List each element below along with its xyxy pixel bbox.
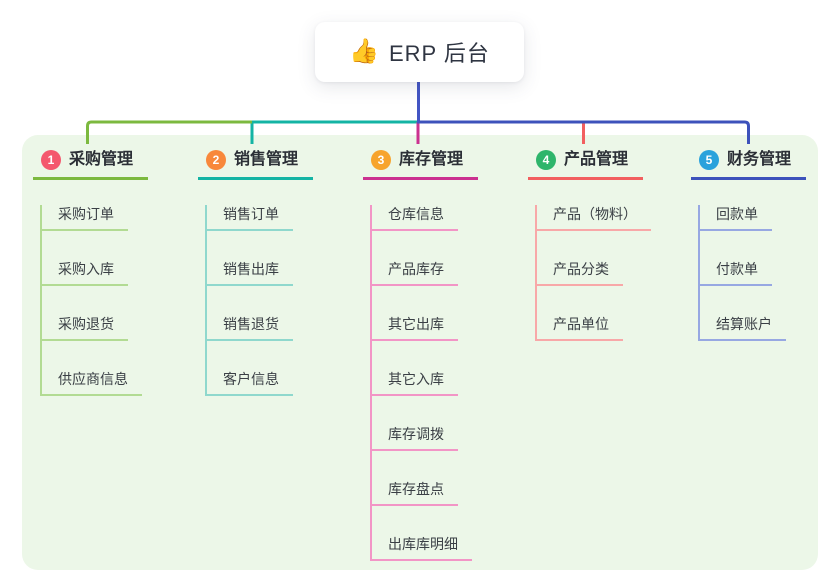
branch-number-badge: 2 xyxy=(206,150,226,170)
branch-sales: 2 销售管理 销售订单 销售出库 销售退货 客户信息 xyxy=(198,148,314,396)
root-node[interactable]: 👍 ERP 后台 xyxy=(315,22,524,82)
mindmap-node[interactable]: 付款单 xyxy=(698,260,772,286)
branch-number-badge: 1 xyxy=(41,150,61,170)
branch-children: 销售订单 销售出库 销售退货 客户信息 xyxy=(205,205,313,396)
branch-title-finance[interactable]: 5 财务管理 xyxy=(691,148,807,180)
root-node-label: ERP 后台 xyxy=(388,41,490,66)
branch-title-label: 产品管理 xyxy=(564,151,629,168)
mindmap-node[interactable]: 产品库存 xyxy=(370,260,458,286)
mindmap-node[interactable]: 其它出库 xyxy=(370,315,458,341)
branch-number-badge: 3 xyxy=(371,150,391,170)
mindmap-node[interactable]: 供应商信息 xyxy=(40,370,142,396)
branch-title-label: 财务管理 xyxy=(727,151,792,168)
branch-finance: 5 财务管理 回款单 付款单 结算账户 xyxy=(691,148,807,341)
branch-number-badge: 5 xyxy=(699,150,719,170)
mindmap-node[interactable]: 销售退货 xyxy=(205,315,293,341)
mindmap-node[interactable]: 结算账户 xyxy=(698,315,786,341)
mindmap-node[interactable]: 其它入库 xyxy=(370,370,458,396)
mindmap-node[interactable]: 采购退货 xyxy=(40,315,128,341)
thumbs-up-icon: 👍 xyxy=(349,38,379,65)
branch-title-label: 库存管理 xyxy=(399,151,464,168)
mindmap-node[interactable]: 产品单位 xyxy=(535,315,623,341)
branch-product: 4 产品管理 产品（物料） 产品分类 产品单位 xyxy=(528,148,651,341)
branch-number-badge: 4 xyxy=(536,150,556,170)
mindmap-panel xyxy=(22,135,818,570)
mindmap-node[interactable]: 出库库明细 xyxy=(370,535,472,561)
mindmap-node[interactable]: 客户信息 xyxy=(205,370,293,396)
mindmap-node[interactable]: 销售出库 xyxy=(205,260,293,286)
branch-title-purchase[interactable]: 1 采购管理 xyxy=(33,148,149,180)
branch-children: 采购订单 采购入库 采购退货 供应商信息 xyxy=(40,205,148,396)
branch-title-label: 销售管理 xyxy=(234,151,299,168)
mindmap-node[interactable]: 采购入库 xyxy=(40,260,128,286)
branch-inventory: 3 库存管理 仓库信息 产品库存 其它出库 其它入库 库存调拨 库存盘点 出库库… xyxy=(363,148,479,561)
branch-title-label: 采购管理 xyxy=(69,151,134,168)
mindmap-node[interactable]: 产品分类 xyxy=(535,260,623,286)
branch-title-product[interactable]: 4 产品管理 xyxy=(528,148,644,180)
branch-title-inventory[interactable]: 3 库存管理 xyxy=(363,148,479,180)
mindmap-node[interactable]: 库存调拨 xyxy=(370,425,458,451)
branch-children: 产品（物料） 产品分类 产品单位 xyxy=(535,205,651,341)
mindmap-node[interactable]: 销售订单 xyxy=(205,205,293,231)
mindmap-node[interactable]: 库存盘点 xyxy=(370,480,458,506)
branch-purchase: 1 采购管理 采购订单 采购入库 采购退货 供应商信息 xyxy=(33,148,149,396)
mindmap-node[interactable]: 采购订单 xyxy=(40,205,128,231)
mindmap-node[interactable]: 产品（物料） xyxy=(535,205,651,231)
branch-children: 回款单 付款单 结算账户 xyxy=(698,205,806,341)
mindmap-node[interactable]: 回款单 xyxy=(698,205,772,231)
branch-children: 仓库信息 产品库存 其它出库 其它入库 库存调拨 库存盘点 出库库明细 xyxy=(370,205,478,561)
branch-title-sales[interactable]: 2 销售管理 xyxy=(198,148,314,180)
mindmap-node[interactable]: 仓库信息 xyxy=(370,205,458,231)
